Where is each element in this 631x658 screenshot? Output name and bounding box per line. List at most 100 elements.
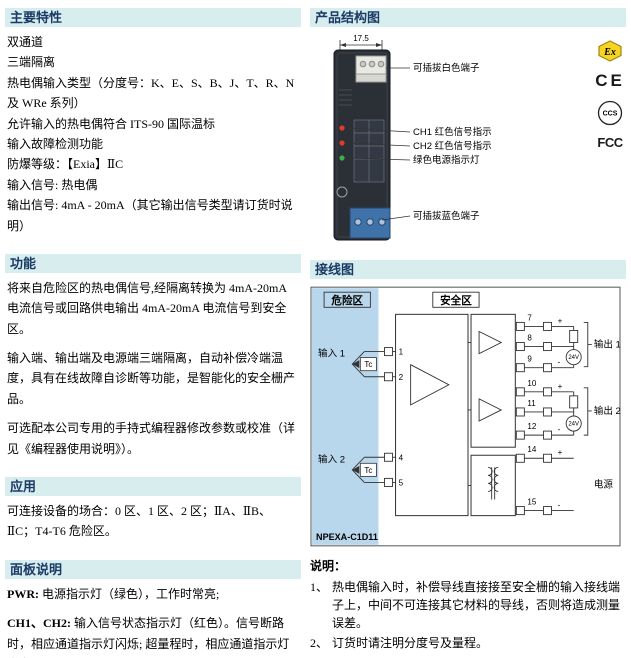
panel-item-lead: PWR: <box>7 586 39 601</box>
wiring-diagram: 危险区 安全区 <box>310 286 621 547</box>
ccs-mark-icon: CCS <box>597 100 623 126</box>
note-text: 订货时请注明分度号及量程。 <box>332 636 489 650</box>
panel-item-text: 电源指示灯（绿色），工作时常亮; <box>39 586 220 601</box>
notes-title: 说明： <box>310 559 347 573</box>
section-header-panel: 面板说明 <box>5 559 301 579</box>
feature-line: 防爆等级：【Exia】ⅡC <box>7 157 124 172</box>
feature-line: 输出信号: 4mA - 20mA（其它输出信号类型请订货时说明） <box>7 198 293 233</box>
supply-24v-label: 24V <box>568 355 579 361</box>
device-illustration: 17.5 <box>333 34 492 241</box>
callout-ch1-led: CH1 红色信号指示 <box>413 126 492 138</box>
load-resistor-icons <box>569 329 579 409</box>
atex-ex-icon: Ex <box>598 40 622 62</box>
note-number: 1、 <box>310 580 329 594</box>
function-paragraph: 将来自危险区的热电偶信号,经隔离转换为 4mA-20mA 电流信号或回路供电输出… <box>7 280 287 336</box>
supply-24v-label: 24V <box>568 422 579 428</box>
callout-blue-terminal: 可插拔蓝色端子 <box>413 210 480 222</box>
transformer-icon <box>488 466 499 500</box>
section-header-wiring: 接线图 <box>310 260 626 279</box>
function-body: 将来自危险区的热电偶信号,经隔离转换为 4mA-20mA 电流信号或回路供电输出… <box>5 278 301 459</box>
output-group-brackets <box>583 321 592 436</box>
pwr-led-icon <box>339 155 345 161</box>
terminal-number: 11 <box>527 399 536 408</box>
output2-label: 输出 2 <box>594 405 621 417</box>
status-leds <box>339 125 345 161</box>
feature-line: 双通道 <box>7 35 44 49</box>
polarity-minus: - <box>558 501 561 510</box>
section-application: 应用 可连接设备的场合：0 区、1 区、2 区；ⅡA、ⅡB、ⅡC；T4-T6 危… <box>5 477 301 542</box>
polarity-plus: + <box>558 316 563 325</box>
terminal-number: 10 <box>527 379 536 388</box>
feature-line: 允许输入的热电偶符合 ITS-90 国际温标 <box>7 116 215 131</box>
left-column: 主要特性 双通道 三端隔离 热电偶输入类型（分度号：K、E、S、B、J、T、R、… <box>5 8 301 658</box>
section-function: 功能 将来自危险区的热电偶信号,经隔离转换为 4mA-20mA 电流信号或回路供… <box>5 253 301 459</box>
dimension-label: 17.5 <box>353 34 369 43</box>
logo-mark-icon <box>336 186 348 198</box>
note-item: 1、 热电偶输入时，补偿导线直接接至安全栅的输入接线端子上，中间不可连接其它材料… <box>310 578 626 632</box>
feature-line: 热电偶输入类型（分度号：K、E、S、B、J、T、R、N 及 WRe 系列） <box>7 75 295 111</box>
input1-label: 输入 1 <box>318 348 345 360</box>
terminal-number: 1 <box>399 348 404 357</box>
terminal-number: 12 <box>527 422 536 431</box>
callout-pwr-led: 绿色电源指示灯 <box>413 154 480 166</box>
tc-label: Tc <box>364 360 372 369</box>
supply-source-icons <box>565 349 582 432</box>
vent-slots <box>339 89 352 106</box>
section-header-structure: 产品结构图 <box>310 8 626 27</box>
features-body: 双通道 三端隔离 热电偶输入类型（分度号：K、E、S、B、J、T、R、N 及 W… <box>5 32 301 236</box>
white-terminal-block <box>355 55 387 83</box>
polarity-plus: + <box>558 382 563 391</box>
application-paragraph: 可连接设备的场合：0 区、1 区、2 区；ⅡA、ⅡB、ⅡC；T4-T6 危险区。 <box>7 504 271 539</box>
right-column: 产品结构图 17.5 <box>310 8 626 654</box>
dimension-arrow-icons <box>340 43 382 47</box>
output-terminal-squares <box>515 321 553 516</box>
input-terminal-squares <box>384 347 393 487</box>
certification-marks: Ex CE CCS FCC <box>594 40 626 150</box>
polarity-minus: - <box>558 425 561 434</box>
section-features: 主要特性 双通道 三端隔离 热电偶输入类型（分度号：K、E、S、B、J、T、R、… <box>5 8 301 236</box>
amplifier-icons <box>410 330 503 486</box>
ccs-label: CCS <box>603 111 618 118</box>
hazard-zone-area <box>312 288 379 545</box>
input2-label: 输入 2 <box>318 453 345 465</box>
terminal-number: 9 <box>527 355 532 364</box>
terminal-number: 4 <box>399 453 404 462</box>
callout-leaders <box>344 67 411 221</box>
feature-line: 输入信号: 热电偶 <box>7 177 98 192</box>
power-label: 电源 <box>594 478 614 490</box>
polarity-plus: + <box>558 448 563 457</box>
terminal-number: 5 <box>399 478 404 487</box>
section-header-features: 主要特性 <box>5 8 301 27</box>
callout-ch2-led: CH2 红色信号指示 <box>413 140 492 152</box>
section-header-application: 应用 <box>5 477 301 497</box>
ce-mark-icon: CE <box>595 71 625 90</box>
product-structure-figure: 17.5 <box>310 32 626 260</box>
note-text: 热电偶输入时，补偿导线直接接至安全栅的输入接线端子上，中间不可连接其它材料的导线… <box>332 580 621 630</box>
application-body: 可连接设备的场合：0 区、1 区、2 区；ⅡA、ⅡB、ⅡC；T4-T6 危险区。 <box>5 501 301 542</box>
function-paragraph: 可选配本公司专用的手持式编程器修改参数或校准（详见《编程器使用说明》）。 <box>7 421 296 456</box>
panel-item-lead: CH1、CH2: <box>7 616 71 631</box>
polarity-minus: - <box>558 358 561 367</box>
terminal-number: 7 <box>527 313 532 322</box>
blue-terminal-block <box>349 207 391 239</box>
tc-junction-boxes <box>359 357 377 477</box>
atex-ex-label: Ex <box>603 47 616 58</box>
note-number: 2、 <box>310 636 329 650</box>
model-number: NPEXA-C1D11 <box>316 532 378 542</box>
fcc-mark-icon: FCC <box>597 135 623 150</box>
feature-line: 三端隔离 <box>7 55 56 70</box>
function-paragraph: 输入端、输出端及电源端三端隔离，自动补偿冷端温度，具有在线故障自诊断等功能，是智… <box>7 351 296 406</box>
panel-item: CH1、CH2: 输入信号状态指示灯（红色）。信号断路时，相应通道指示灯闪烁; … <box>7 613 299 658</box>
ch2-led-icon <box>339 140 345 146</box>
feature-line: 输入故障检测功能 <box>7 136 104 151</box>
note-item: 2、 订货时请注明分度号及量程。 <box>310 634 626 652</box>
section-header-function: 功能 <box>5 253 301 273</box>
output1-label: 输出 1 <box>594 339 621 351</box>
panel-body: PWR: 电源指示灯（绿色），工作时常亮; CH1、CH2: 输入信号状态指示灯… <box>5 584 301 658</box>
zone-label-boxes <box>323 291 480 308</box>
thermocouple-arrow-icons <box>352 360 360 474</box>
panel-item-text: 输入信号状态指示灯（红色）。信号断路时，相应通道指示灯闪烁; 超量程时，相应通道… <box>7 616 290 658</box>
terminal-number: 15 <box>527 498 536 507</box>
panel-item: PWR: 电源指示灯（绿色），工作时常亮; <box>7 584 299 604</box>
